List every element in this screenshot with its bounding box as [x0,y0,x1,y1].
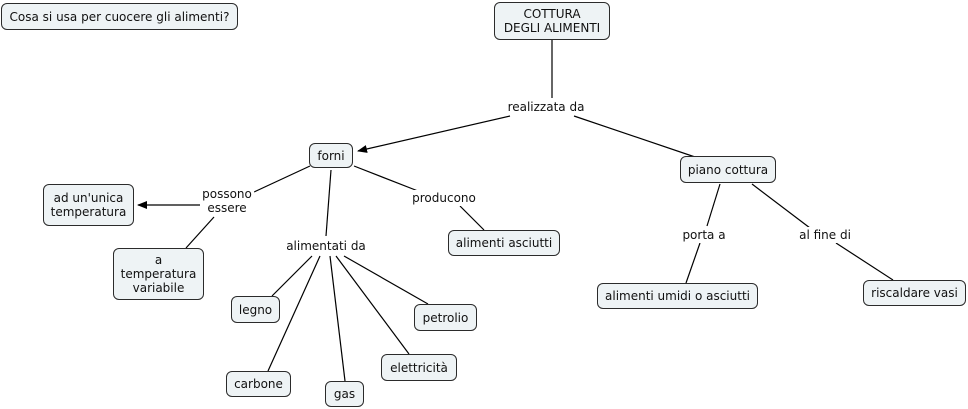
link-label-producono: producono [410,190,478,206]
line-alimentati-legno [271,255,313,297]
node-forni: forni [309,143,353,168]
line-forni-possono [253,165,311,193]
node-gas: gas [325,381,364,407]
node-carbone: carbone [226,371,291,397]
node-legno: legno [231,296,280,323]
node-temperatura-variabile: a temperatura variabile [113,248,204,300]
line-alimentati-elettricita [335,255,410,355]
link-label-possono-essere: possono essere [200,186,254,216]
link-label-alimentati-da: alimentati da [284,238,368,254]
line-forni-alimentati [325,169,332,237]
line-alimentati-carbone [267,255,321,372]
line-piano-porta [706,183,721,227]
line-realizzata-piano [573,115,699,159]
node-piano-cottura: piano cottura [680,156,776,183]
node-alimenti-umidi: alimenti umidi o asciutti [597,283,758,309]
node-petrolio: petrolio [414,304,477,331]
question-box: Cosa si usa per cuocere gli alimenti? [1,3,238,30]
link-label-al-fine-di: al fine di [797,227,853,243]
node-alimenti-asciutti: alimenti asciutti [448,230,560,256]
node-riscaldare-vasi: riscaldare vasi [863,280,966,306]
line-possono-variabile [185,216,215,249]
line-realizzata-forni [357,115,511,153]
node-elettricita: elettricità [381,354,457,381]
line-alimentati-petrolio [343,255,429,305]
link-label-porta-a: porta a [680,227,728,243]
node-cottura-alimenti: COTTURA DEGLI ALIMENTI [494,2,610,40]
line-alimentati-gas [329,255,346,382]
line-piano-fine [751,183,811,229]
link-label-realizzata-da: realizzata da [505,99,587,115]
line-fine-vasi [835,242,894,281]
line-porta-umidi [685,242,701,284]
line-forni-producono [353,165,419,192]
line-producono-asciutti [459,205,485,231]
node-unica-temperatura: ad un'unica temperatura [43,184,134,226]
